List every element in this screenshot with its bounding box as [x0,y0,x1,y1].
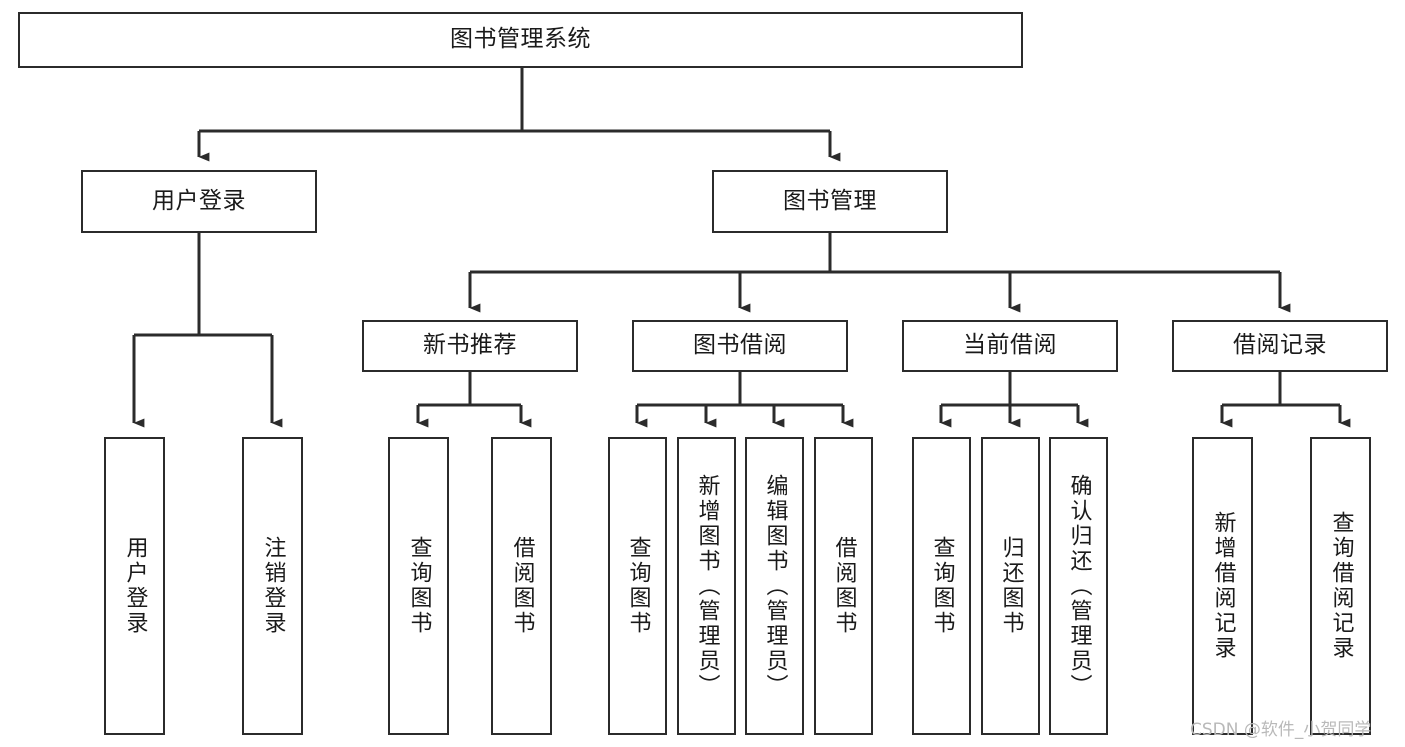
node-new-book-recommend[interactable]: 新书推荐 [362,320,578,372]
node-user-login[interactable]: 用户登录 [81,170,317,233]
node-root-label: 图书管理系统 [450,26,591,53]
node-leaf-logout-login[interactable]: 注销登录 [242,437,303,735]
node-leaf-borrow-book-2-label: 借阅图书 [831,536,857,636]
node-leaf-logout-login-label: 注销登录 [260,536,286,636]
node-leaf-confirm-return[interactable]: 确认归还（管理员） [1049,437,1108,735]
node-leaf-edit-book[interactable]: 编辑图书（管理员） [745,437,804,735]
node-leaf-return-book-label: 归还图书 [998,536,1024,636]
node-leaf-user-login[interactable]: 用户登录 [104,437,165,735]
node-leaf-query-book-3-label: 查询图书 [929,536,955,636]
node-book-borrow[interactable]: 图书借阅 [632,320,848,372]
node-leaf-edit-book-label: 编辑图书（管理员） [762,473,788,699]
node-leaf-query-book-2[interactable]: 查询图书 [608,437,667,735]
node-book-management-label: 图书管理 [783,187,877,214]
node-book-borrow-label: 图书借阅 [693,332,787,359]
node-leaf-query-book-3[interactable]: 查询图书 [912,437,971,735]
node-leaf-borrow-book-2[interactable]: 借阅图书 [814,437,873,735]
node-leaf-query-record-label: 查询借阅记录 [1328,511,1354,661]
node-new-book-recommend-label: 新书推荐 [423,332,517,359]
node-current-borrow-label: 当前借阅 [963,332,1057,359]
node-leaf-query-book-2-label: 查询图书 [625,536,651,636]
node-borrow-record-label: 借阅记录 [1233,332,1327,359]
node-current-borrow[interactable]: 当前借阅 [902,320,1118,372]
node-leaf-borrow-book-1-label: 借阅图书 [509,536,535,636]
node-borrow-record[interactable]: 借阅记录 [1172,320,1388,372]
node-leaf-add-record-label: 新增借阅记录 [1210,511,1236,661]
node-leaf-user-login-label: 用户登录 [122,536,148,636]
node-leaf-query-book-1[interactable]: 查询图书 [388,437,449,735]
node-leaf-add-record[interactable]: 新增借阅记录 [1192,437,1253,735]
node-leaf-query-record[interactable]: 查询借阅记录 [1310,437,1371,735]
node-leaf-add-book-label: 新增图书（管理员） [694,473,720,699]
node-user-login-label: 用户登录 [152,187,246,214]
node-leaf-confirm-return-label: 确认归还（管理员） [1066,473,1092,699]
node-leaf-return-book[interactable]: 归还图书 [981,437,1040,735]
node-book-management[interactable]: 图书管理 [712,170,948,233]
csdn-watermark: CSDN @软件_小贺同学 [1190,720,1372,740]
node-leaf-add-book[interactable]: 新增图书（管理员） [677,437,736,735]
node-root[interactable]: 图书管理系统 [18,12,1023,68]
node-leaf-query-book-1-label: 查询图书 [406,536,432,636]
node-leaf-borrow-book-1[interactable]: 借阅图书 [491,437,552,735]
